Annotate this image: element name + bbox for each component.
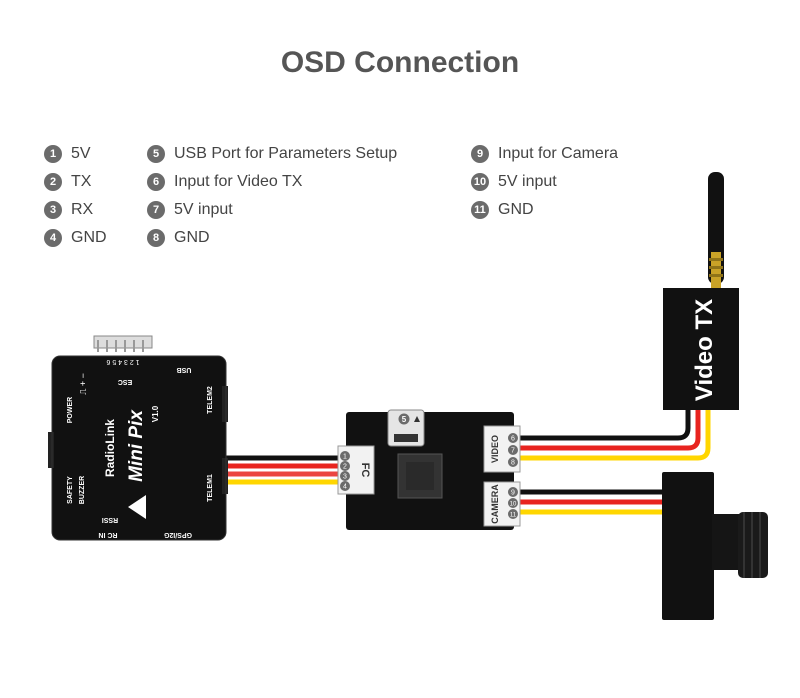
legend-item-3: 3 RX (44, 201, 93, 219)
video-tx-module: Video TX (663, 172, 739, 410)
gps-label: GPS/I2G (163, 531, 192, 538)
legend-label: RX (71, 201, 94, 218)
usb-number: 5 (402, 415, 407, 424)
rc-in-label: RC IN (98, 531, 117, 538)
legend-item-6: 6 Input for Video TX (147, 173, 302, 191)
legend-item-10: 10 5V input (471, 173, 557, 191)
legend-item-9: 9 Input for Camera (471, 145, 618, 163)
fc-pin-2: 2 (343, 464, 347, 471)
camera-connector-label: CAMERA (490, 484, 500, 524)
legend-item-11: 11 GND (471, 201, 534, 219)
camera-pin-9: 9 (511, 490, 515, 497)
legend-number: 11 (471, 201, 489, 219)
pin-numbers: 1 2 3 4 5 6 (106, 358, 139, 365)
legend-number: 6 (147, 173, 165, 191)
rssi-label: RSSI (102, 516, 118, 523)
fc-pin-1: 1 (343, 454, 347, 461)
legend-label: Input for Video TX (174, 173, 303, 190)
legend-label: GND (498, 201, 534, 218)
camera-cable (514, 489, 665, 515)
usb-label: USB (177, 366, 192, 373)
fc-pin-4: 4 (343, 484, 347, 491)
legend-item-5: 5 USB Port for Parameters Setup (147, 145, 397, 163)
brand-logo: RadioLink (103, 419, 117, 477)
camera-module (662, 472, 768, 620)
legend-number: 2 (44, 173, 62, 191)
legend-label: 5V input (174, 201, 233, 218)
mini-pix-board: 1 2 3 4 5 6 ESC USB ⎍ + − POWER TELEM2 T… (48, 335, 228, 541)
camera-pin-11: 11 (510, 513, 517, 519)
pin-header (93, 335, 153, 352)
legend-number: 3 (44, 201, 62, 219)
up-arrow-icon (414, 416, 420, 422)
legend-label: Input for Camera (498, 145, 619, 162)
legend-label: GND (71, 229, 107, 246)
osd-board: 5 FC 1 2 3 4 VIDEO 6 7 8 CAMERA 9 10 11 (337, 409, 521, 530)
legend-item-7: 7 5V input (147, 201, 233, 219)
safety-label: SAFETY (67, 476, 74, 504)
legend-number: 9 (471, 145, 489, 163)
version-label: V1.0 (151, 405, 160, 422)
page-title: OSD Connection (280, 46, 520, 79)
video-tx-label: Video TX (691, 299, 718, 401)
legend-number: 7 (147, 201, 165, 219)
power-label: POWER (67, 397, 74, 423)
arrow-icon (128, 495, 146, 519)
legend-item-1: 1 5V (44, 145, 91, 163)
esc-label: ESC (118, 378, 132, 385)
legend-number: 5 (147, 145, 165, 163)
legend-label: 5V input (498, 173, 557, 190)
legend-number: 8 (147, 229, 165, 247)
legend-item-4: 4 GND (44, 229, 107, 247)
model-name: Mini Pix (126, 409, 147, 482)
telem1-label: TELEM1 (207, 474, 214, 502)
legend-item-2: 2 TX (44, 173, 91, 191)
legend-label: TX (71, 173, 92, 190)
legend-label: 5V (71, 145, 91, 162)
legend-number: 10 (471, 173, 489, 191)
fc-pin-3: 3 (343, 474, 347, 481)
legend-label: USB Port for Parameters Setup (174, 145, 398, 162)
fc-osd-cable (224, 455, 356, 485)
camera-pin-10: 10 (510, 502, 517, 508)
legend-item-8: 8 GND (147, 229, 210, 247)
telem2-label: TELEM2 (207, 386, 214, 414)
video-pin-8: 8 (511, 460, 515, 467)
fc-connector-label: FC (359, 463, 371, 478)
video-tx-cable (514, 405, 711, 461)
legend-number: 4 (44, 229, 62, 247)
legend-number: 1 (44, 145, 62, 163)
video-pin-6: 6 (511, 436, 515, 443)
video-pin-7: 7 (511, 448, 515, 455)
usb-marker (398, 413, 410, 425)
legend-label: GND (174, 229, 210, 246)
pwm-label: ⎍ + − (78, 373, 88, 395)
buzzer-label: BUZZER (79, 476, 86, 504)
video-connector-label: VIDEO (490, 435, 500, 463)
